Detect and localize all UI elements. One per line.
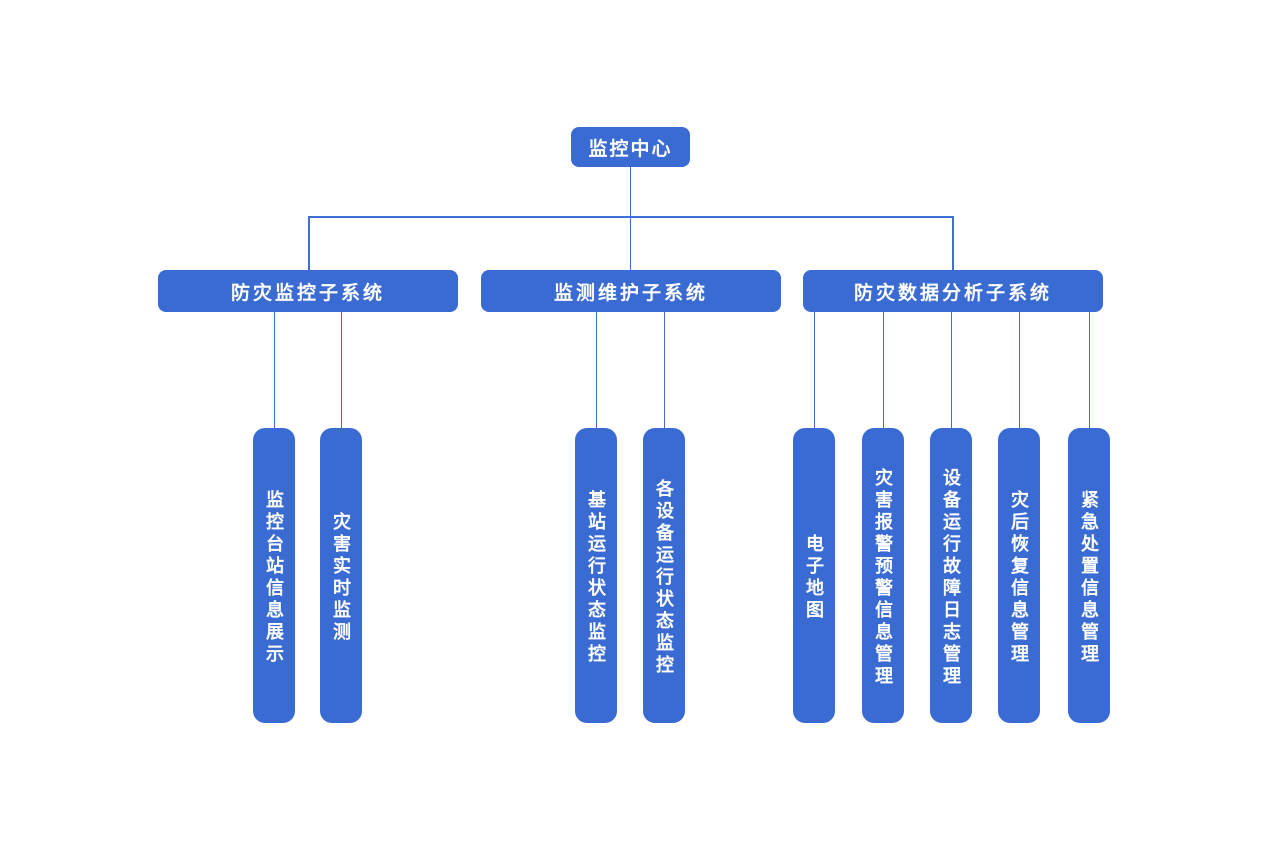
node-equipment-status-monitoring: 各设备运行状态监控 <box>643 428 685 723</box>
node-fault-log-management: 设备运行故障日志管理 <box>930 428 972 723</box>
node-label: 防灾监控子系统 <box>230 282 385 304</box>
connector-leaf-drop <box>663 312 665 428</box>
node-label: 监控台站信息展示 <box>264 489 284 666</box>
node-label: 灾害报警预警信息管理 <box>873 467 893 688</box>
node-monitoring-center: 监控中心 <box>571 127 690 167</box>
connector-leaf-drop <box>882 312 884 428</box>
node-subsystem-monitoring-maintenance: 监测维护子系统 <box>481 270 781 312</box>
node-label: 监测维护子系统 <box>553 282 708 304</box>
node-label: 防灾数据分析子系统 <box>853 282 1052 304</box>
node-realtime-disaster-monitoring: 灾害实时监测 <box>320 428 362 723</box>
node-electronic-map: 电子地图 <box>793 428 835 723</box>
node-station-info-display: 监控台站信息展示 <box>253 428 295 723</box>
node-label: 紧急处置信息管理 <box>1079 489 1099 666</box>
node-base-station-status-monitoring: 基站运行状态监控 <box>575 428 617 723</box>
node-label: 各设备运行状态监控 <box>654 478 674 677</box>
node-label: 设备运行故障日志管理 <box>941 467 961 688</box>
node-subsystem-data-analysis: 防灾数据分析子系统 <box>803 270 1103 312</box>
node-label: 监控中心 <box>588 138 673 160</box>
connector-leaf-drop <box>273 312 275 428</box>
connector-drop-sub1 <box>308 216 310 270</box>
connector-level1-rail <box>308 216 953 218</box>
node-label: 灾害实时监测 <box>331 511 351 644</box>
connector-drop-sub3 <box>952 216 954 270</box>
node-subsystem-disaster-monitoring: 防灾监控子系统 <box>158 270 458 312</box>
connector-leaf-drop <box>1088 312 1090 428</box>
connector-leaf-drop <box>340 312 342 428</box>
node-label: 基站运行状态监控 <box>586 489 606 666</box>
node-label: 电子地图 <box>804 533 824 622</box>
connector-leaf-drop <box>1018 312 1020 428</box>
connector-leaf-drop <box>595 312 597 428</box>
node-emergency-handling-info-management: 紧急处置信息管理 <box>1068 428 1110 723</box>
connector-root-trunk <box>629 167 631 270</box>
connector-leaf-drop <box>813 312 815 428</box>
node-recovery-info-management: 灾后恢复信息管理 <box>998 428 1040 723</box>
node-label: 灾后恢复信息管理 <box>1009 489 1029 666</box>
node-alarm-warning-info-management: 灾害报警预警信息管理 <box>862 428 904 723</box>
connector-leaf-drop <box>950 312 952 428</box>
